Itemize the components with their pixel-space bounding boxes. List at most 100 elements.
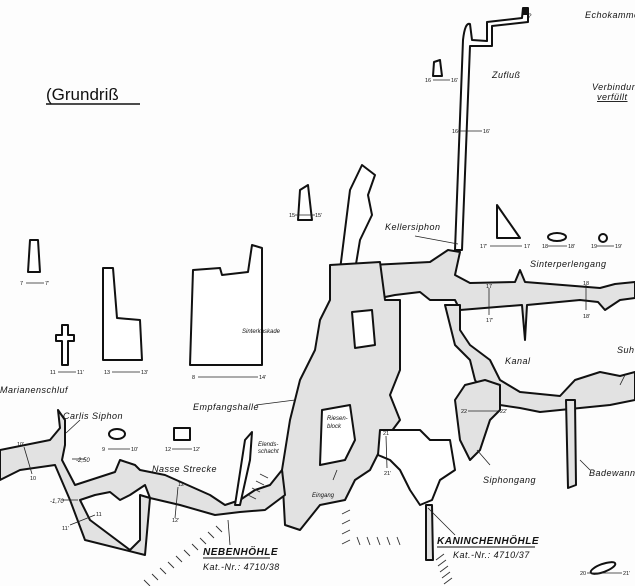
cross-section-13 bbox=[102, 267, 143, 361]
nebenhoehle-slope-hatching bbox=[143, 473, 269, 586]
cross-section-16 bbox=[432, 59, 443, 77]
section-label: 15 bbox=[289, 213, 295, 219]
map-title: (Grundriß bbox=[46, 85, 140, 105]
label-badewanne: Badewanne bbox=[589, 468, 635, 478]
section-label: 17' bbox=[480, 244, 487, 250]
section-label: 21' bbox=[384, 471, 391, 477]
label-nasse-strecke: Nasse Strecke bbox=[152, 464, 217, 474]
riesenblock bbox=[319, 404, 356, 466]
inner-pillar bbox=[351, 309, 376, 349]
section-label: 16 bbox=[452, 129, 458, 135]
cross-sections bbox=[27, 59, 617, 575]
label-carlis-siphon: Carlis Siphon bbox=[63, 411, 123, 421]
section-label: 16 bbox=[425, 78, 431, 84]
zufluss-passage bbox=[454, 7, 529, 251]
cross-section-15 bbox=[297, 184, 313, 221]
label-suh: Suh bbox=[617, 345, 635, 355]
empfangshalle-area bbox=[281, 261, 401, 531]
section-label: 11' bbox=[62, 526, 69, 532]
section-label: 12' bbox=[172, 518, 179, 524]
cross-section-12 bbox=[173, 427, 191, 441]
kaninchenhoehle-slope-hatching bbox=[341, 509, 453, 585]
section-label: 22' bbox=[500, 409, 507, 415]
label-elendsschacht-2: schacht bbox=[258, 449, 279, 455]
siphongang-passage bbox=[454, 379, 501, 461]
passage-end-marker bbox=[523, 8, 528, 15]
section-label: 11' bbox=[77, 370, 84, 376]
cross-section-17 bbox=[496, 204, 521, 239]
section-label: 14' bbox=[259, 375, 266, 381]
kaninchenhoehle-entrance bbox=[425, 504, 434, 561]
kaninchenhoehle-label: KANINCHENHÖHLE Kat.-Nr.: 4710/37 bbox=[437, 534, 539, 560]
section-label: 17' bbox=[486, 318, 493, 324]
nebenhoehle-catalog: Kat.-Nr.: 4710/38 bbox=[203, 562, 280, 572]
section-label: 12 bbox=[165, 447, 171, 453]
section-label: 7' bbox=[45, 281, 49, 287]
section-label: 19 bbox=[591, 244, 597, 250]
label-verbindung: Verbindung bbox=[592, 82, 635, 92]
section-label: 21' bbox=[623, 571, 630, 577]
kaninchenhoehle-name: KANINCHENHÖHLE bbox=[437, 534, 539, 547]
cross-section-11 bbox=[55, 324, 75, 366]
cross-section-7 bbox=[27, 239, 41, 273]
sinterperlengang-passage bbox=[369, 249, 635, 341]
section-label: 12' bbox=[193, 447, 200, 453]
section-label: 21 bbox=[383, 431, 389, 437]
section-label: 20 bbox=[580, 571, 586, 577]
section-label: 16' bbox=[483, 129, 490, 135]
label-riesenblock-2: block bbox=[327, 424, 342, 430]
label-sinterkaskade: Sinterkaskade bbox=[242, 329, 281, 335]
section-label: 18 bbox=[583, 281, 589, 287]
upper-shaft bbox=[339, 164, 376, 271]
section-label: 13 bbox=[104, 370, 110, 376]
section-label: 7 bbox=[20, 281, 23, 287]
depth-mark-2-50: -2,50 bbox=[76, 458, 90, 464]
section-label: 10' bbox=[131, 447, 138, 453]
section-label: 11 bbox=[50, 370, 56, 376]
badewanne-passage bbox=[565, 399, 577, 489]
section-label: 18' bbox=[583, 314, 590, 320]
depth-mark-1-70: -1,70 bbox=[50, 499, 64, 505]
cross-section-9 bbox=[108, 428, 126, 440]
nebenhoehle-label: NEBENHÖHLE Kat.-Nr.: 4710/38 bbox=[203, 545, 280, 572]
nebenhoehle-name: NEBENHÖHLE bbox=[203, 545, 278, 558]
section-label: 10' bbox=[17, 442, 24, 448]
section-label: 9 bbox=[102, 447, 105, 453]
section-label: 22 bbox=[461, 409, 467, 415]
section-label: 15' bbox=[315, 213, 322, 219]
leader-lines bbox=[62, 235, 626, 546]
label-zufluss: Zufluß bbox=[491, 70, 521, 80]
cross-section-18 bbox=[547, 232, 567, 242]
cross-section-20 bbox=[589, 561, 617, 575]
section-label: 10 bbox=[30, 476, 36, 482]
section-label: 19' bbox=[615, 244, 622, 250]
kaninchenhoehle-passage bbox=[377, 429, 456, 506]
label-marianenschluf: Marianenschluf bbox=[0, 385, 69, 395]
kaninchenhoehle-catalog: Kat.-Nr.: 4710/37 bbox=[453, 550, 530, 560]
title-text: (Grundriß bbox=[46, 85, 119, 104]
section-label: 17 bbox=[486, 284, 492, 290]
nebenhoehle-shaft bbox=[234, 431, 253, 506]
label-empfangshalle: Empfangshalle bbox=[193, 402, 259, 412]
label-riesenblock: Riesen- bbox=[327, 416, 348, 422]
label-elendsschacht: Elends- bbox=[258, 442, 278, 448]
label-siphongang: Siphongang bbox=[483, 475, 536, 485]
section-label: 16' bbox=[451, 78, 458, 84]
section-label: 18' bbox=[568, 244, 575, 250]
label-echokammer: Echokammer bbox=[585, 10, 635, 20]
cross-section-8 bbox=[189, 244, 263, 366]
label-eingang: Eingang bbox=[312, 493, 335, 499]
unknown-continuation-mark: ? bbox=[528, 14, 532, 20]
label-kellersiphon: Kellersiphon bbox=[385, 222, 441, 232]
section-markers: 7 7' 11 11' 13 13' 8 14' 15 15' 16 16' 16 16' 1… bbox=[17, 78, 630, 577]
section-label: 18 bbox=[542, 244, 548, 250]
nasse-strecke-passage bbox=[0, 409, 286, 556]
section-label: 8 bbox=[192, 375, 195, 381]
section-label: 13' bbox=[141, 370, 148, 376]
cross-section-19 bbox=[598, 233, 608, 243]
section-label: 17 bbox=[524, 244, 530, 250]
label-verfuellt: verfüllt bbox=[597, 92, 628, 102]
label-sinterperlengang: Sinterperlengang bbox=[530, 259, 607, 269]
